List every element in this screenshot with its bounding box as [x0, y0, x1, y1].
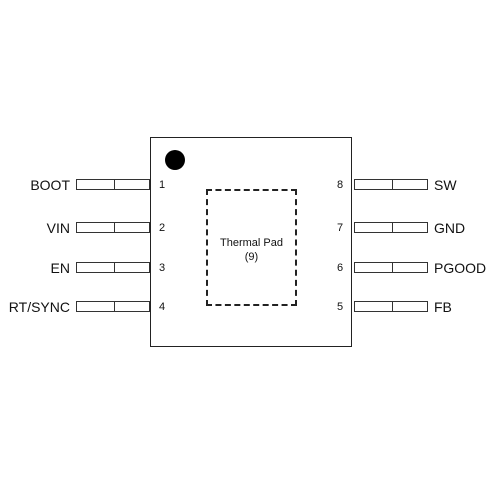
thermal-pad-outline — [206, 189, 297, 306]
pin-2-lead — [76, 222, 150, 233]
pin-7-lead — [354, 222, 428, 233]
pin1-indicator-dot — [165, 150, 185, 170]
pin-7-name: GND — [434, 220, 466, 236]
pin-8-number: 8 — [337, 179, 344, 191]
pin-1-number: 1 — [159, 179, 166, 191]
pin-5-lead — [354, 301, 428, 312]
pin-4-lead — [76, 301, 150, 312]
pin-3-number: 3 — [159, 262, 166, 274]
thermal-pad-number: (9) — [244, 251, 259, 263]
pin-5-name: FB — [434, 299, 452, 315]
pin-6-lead — [354, 262, 428, 273]
pin-8-name: SW — [434, 177, 457, 193]
pin-7-number: 7 — [337, 222, 344, 234]
pin-8-lead — [354, 179, 428, 190]
pin-6-number: 6 — [337, 262, 344, 274]
pin-4-name: RT/SYNC — [8, 299, 70, 315]
pin-3-name: EN — [50, 260, 70, 276]
thermal-pad-text: Thermal Pad — [220, 237, 283, 249]
pin-6-name: PGOOD — [434, 260, 487, 276]
thermal-pad-label: Thermal Pad (9) — [206, 236, 297, 264]
pin-1-name: BOOT — [30, 177, 70, 193]
pin-4-number: 4 — [159, 301, 166, 313]
pin-5-number: 5 — [337, 301, 344, 313]
ic-package-body — [150, 137, 352, 347]
pin-2-name: VIN — [46, 220, 70, 236]
pin-2-number: 2 — [159, 222, 166, 234]
pin-3-lead — [76, 262, 150, 273]
pin-1-lead — [76, 179, 150, 190]
